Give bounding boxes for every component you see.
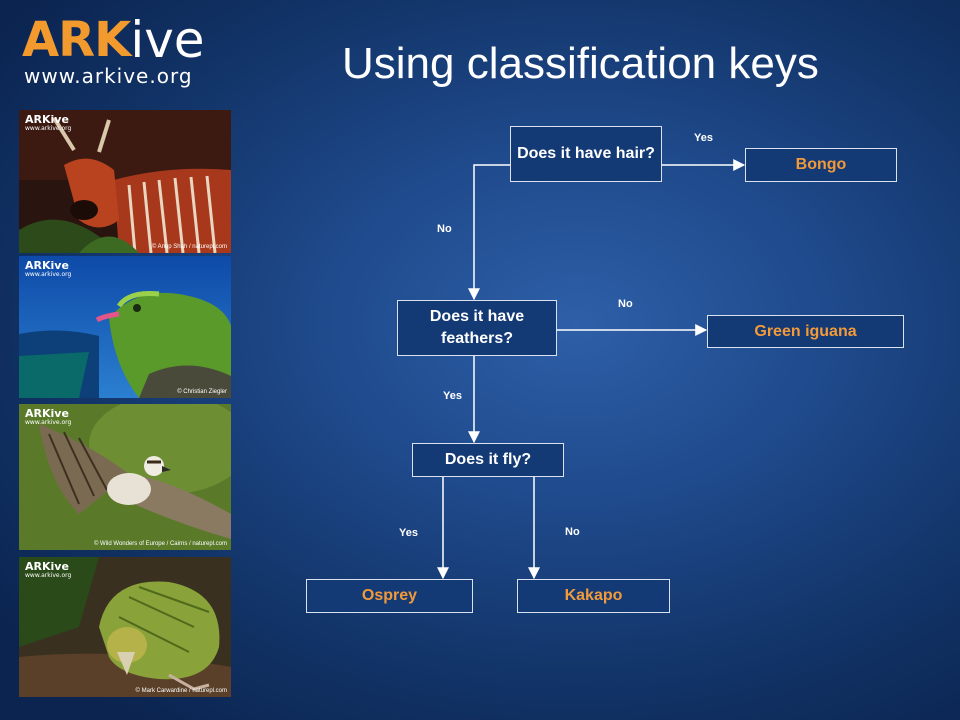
photo-credit: © Wild Wonders of Europe / Cairns / natu… [93, 541, 227, 547]
label-fly-no: No [565, 526, 580, 538]
answer-osprey: Osprey [306, 579, 473, 613]
photo-osprey: ARKive www.arkive.org © Wild Wonders of … [19, 404, 231, 550]
photo-watermark-url: www.arkive.org [25, 125, 72, 132]
photo-bongo: ARKive www.arkive.org © Anup Shah / natu… [19, 110, 231, 253]
answer-green-iguana: Green iguana [707, 315, 904, 348]
question-feathers: Does it have feathers? [397, 300, 557, 356]
logo-ark-text: ARK [22, 12, 131, 68]
label-feathers-no: No [618, 298, 633, 310]
slide-title: Using classification keys [342, 39, 819, 88]
label-fly-yes: Yes [399, 527, 418, 539]
photo-credit: © Anup Shah / naturepl.com [151, 244, 227, 250]
arrow-hair-no [468, 164, 510, 301]
logo-ive-text: ive [130, 11, 205, 69]
photo-watermark-url: www.arkive.org [25, 271, 72, 278]
label-hair-no: No [437, 223, 452, 235]
iguana-image [19, 256, 231, 398]
photo-credit: © Mark Carwardine / naturepl.com [135, 688, 227, 694]
answer-bongo: Bongo [745, 148, 897, 182]
bongo-image [19, 110, 231, 253]
question-hair: Does it have hair? [510, 126, 662, 182]
photo-watermark-logo: ARKive [25, 259, 69, 272]
label-feathers-yes: Yes [443, 390, 462, 402]
answer-kakapo: Kakapo [517, 579, 670, 613]
photo-watermark-logo: ARKive [25, 407, 69, 420]
photo-credit: © Christian Ziegler [177, 389, 227, 395]
label-hair-yes: Yes [694, 132, 713, 144]
question-fly: Does it fly? [412, 443, 564, 477]
logo-url: www.arkive.org [24, 64, 193, 88]
photo-green-iguana: ARKive www.arkive.org © Christian Ziegle… [19, 256, 231, 398]
photo-watermark-url: www.arkive.org [25, 572, 72, 579]
kakapo-image [19, 557, 231, 697]
photo-kakapo: ARKive www.arkive.org © Mark Carwardine … [19, 557, 231, 697]
photo-watermark-logo: ARKive [25, 560, 69, 573]
photo-watermark-url: www.arkive.org [25, 419, 72, 426]
photo-watermark-logo: ARKive [25, 113, 69, 126]
osprey-image [19, 404, 231, 550]
